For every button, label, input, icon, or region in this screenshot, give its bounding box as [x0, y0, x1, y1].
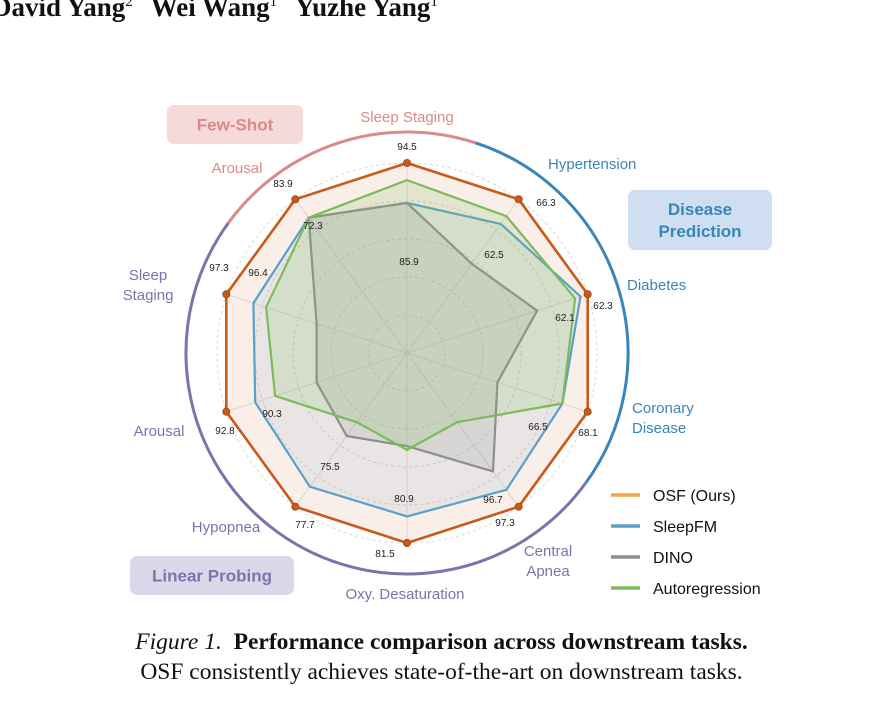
- grid-circle: [368, 314, 446, 392]
- author-name: David Yang: [0, 0, 126, 22]
- osf-point: [402, 539, 411, 548]
- osf-value-label: 66.3: [536, 198, 556, 209]
- axis-label: Arousal: [212, 160, 263, 177]
- radar-chart: 94.5 85.9 66.3 62.5 62.3 62.1 68.1 66.5 97.3 96.7…: [123, 105, 772, 603]
- osf-value-label: 97.3: [495, 518, 515, 529]
- osf-point: [291, 195, 300, 204]
- second-best-value-label: 75.5: [320, 462, 340, 473]
- osf-value-label: 83.9: [273, 179, 293, 190]
- osf-value-label: 92.8: [215, 426, 235, 437]
- second-best-value-label: 62.1: [555, 313, 575, 324]
- series-dino-polygon: [307, 201, 539, 473]
- author-affiliation: 1: [430, 0, 438, 10]
- osf-value-label: 97.3: [209, 263, 229, 274]
- author-name: Yuzhe Yang: [295, 0, 431, 22]
- axis-label: Sleep Staging: [360, 109, 453, 126]
- linear-badge: [130, 556, 294, 595]
- linear-probing-arc: [184, 222, 588, 576]
- group-badge-label-line: Prediction: [658, 222, 741, 241]
- legend-label: OSF (Ours): [653, 488, 736, 505]
- osf-point: [514, 195, 523, 204]
- author-affiliation: 1: [269, 0, 278, 10]
- author-name: Wei Wang: [150, 0, 270, 22]
- osf-point: [291, 502, 300, 511]
- axis-label: Oxy. Desaturation: [346, 586, 465, 603]
- axis-label: Hypertension: [548, 156, 636, 173]
- second-best-value-label: 80.9: [394, 494, 414, 505]
- osf-point: [583, 407, 592, 416]
- grid-spoke: [406, 293, 588, 354]
- axis-label-line: Disease: [632, 420, 686, 437]
- second-best-value-label: 96.4: [248, 268, 268, 279]
- series-autoreg-polygon: [265, 179, 577, 451]
- grid-spoke: [294, 352, 408, 508]
- grid-circle: [330, 276, 484, 430]
- figure-caption: Figure 1. Performance comparison across …: [0, 627, 883, 687]
- axis-label-line: Coronary: [632, 400, 694, 417]
- axis-label-line: Central: [524, 543, 572, 560]
- grid-spoke: [406, 198, 520, 354]
- few-shot-arc: [226, 130, 476, 224]
- axis-label: Diabetes: [627, 277, 686, 294]
- second-best-value-label: 72.3: [303, 221, 323, 232]
- second-best-value-label: 96.7: [483, 495, 503, 506]
- group-badge-label-line: Disease: [668, 200, 732, 219]
- legend-label: Autoregression: [653, 581, 761, 598]
- osf-point: [402, 158, 411, 167]
- osf-value-label: 62.3: [593, 301, 613, 312]
- caption-title: Performance comparison across downstream…: [233, 629, 748, 655]
- axis-label-line: Sleep: [129, 267, 167, 284]
- grid-spoke: [406, 352, 520, 508]
- second-best-value-label: 90.3: [262, 409, 282, 420]
- disease-badge: [628, 190, 772, 250]
- group-badge-label: Few-Shot: [197, 116, 274, 135]
- legend-label: SleepFM: [653, 519, 717, 536]
- caption-label: Figure 1.: [135, 629, 222, 655]
- caption-text: OSF consistently achieves state-of-the-a…: [140, 659, 743, 685]
- osf-point: [222, 407, 231, 416]
- osf-value-label: 94.5: [397, 142, 417, 153]
- second-best-value-label: 62.5: [484, 250, 504, 261]
- author-affiliation: 2: [125, 0, 133, 10]
- osf-point: [222, 290, 231, 299]
- second-best-value-label: 66.5: [528, 422, 548, 433]
- second-best-value-label: 85.9: [399, 257, 419, 268]
- group-badge-label: Linear Probing: [152, 567, 272, 586]
- osf-point: [583, 290, 592, 299]
- axis-label: Arousal: [134, 423, 185, 440]
- grid-spoke: [294, 198, 408, 354]
- osf-value-label: 68.1: [578, 428, 598, 439]
- legend-label: DINO: [653, 550, 693, 567]
- axis-label-line: Apnea: [526, 563, 570, 580]
- osf-point: [514, 502, 523, 511]
- osf-value-label: 81.5: [375, 549, 395, 560]
- axis-label-line: Staging: [123, 287, 174, 304]
- disease-prediction-arc: [474, 141, 630, 484]
- few-shot-badge: [167, 105, 303, 144]
- osf-value-label: 77.7: [295, 520, 315, 531]
- caption-first-line: Figure 1. Performance comparison across …: [0, 627, 883, 657]
- axis-label: Hypopnea: [192, 519, 261, 536]
